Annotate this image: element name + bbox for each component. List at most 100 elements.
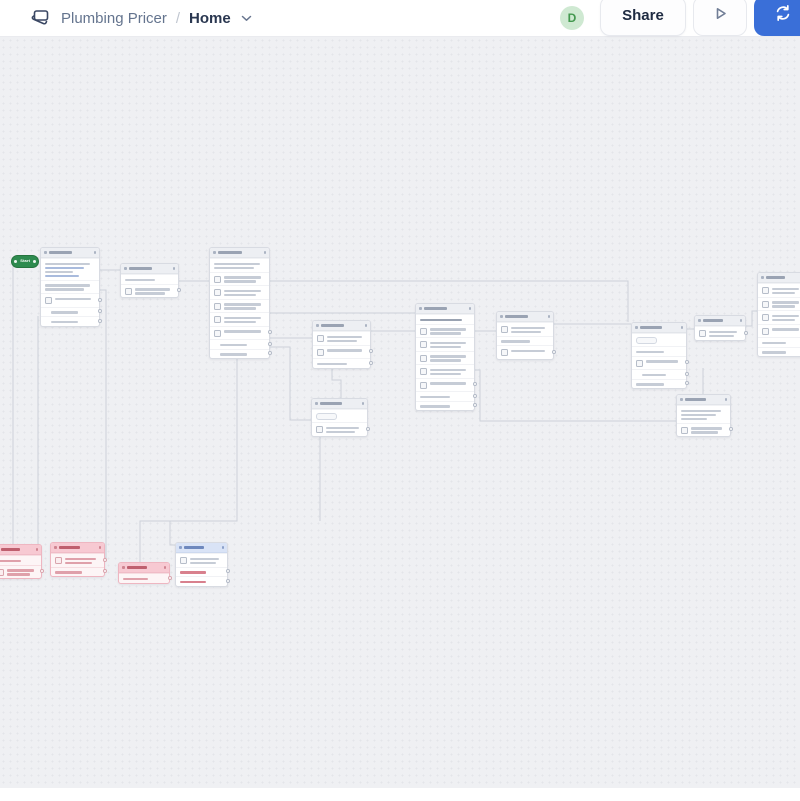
node-menu-icon[interactable] [93, 251, 96, 254]
connector-port[interactable] [225, 578, 230, 583]
flow-node-12[interactable] [0, 544, 44, 579]
step-icon [214, 275, 221, 283]
connector-port[interactable] [551, 349, 556, 354]
flow-node-7[interactable] [496, 311, 556, 360]
connector-port[interactable] [728, 427, 733, 432]
node-text-skeleton [501, 339, 548, 343]
flow-node-2[interactable] [120, 263, 181, 298]
connector-port[interactable] [684, 371, 689, 376]
connector-port[interactable] [684, 381, 689, 386]
flow-node-1[interactable] [40, 247, 102, 327]
node-text-skeleton [771, 287, 800, 294]
node-title-skeleton [702, 319, 723, 322]
node-text-skeleton [645, 359, 682, 363]
start-pill[interactable]: Start [11, 255, 39, 268]
node-menu-icon[interactable] [172, 267, 175, 270]
node-menu-icon[interactable] [221, 546, 224, 549]
connector-port[interactable] [368, 360, 373, 365]
node-menu-icon[interactable] [163, 566, 166, 569]
avatar[interactable]: D [560, 6, 584, 30]
flow-node-4[interactable] [312, 320, 373, 369]
flow-node-11[interactable] [676, 394, 733, 437]
flow-node-13[interactable] [50, 542, 107, 577]
text-bar [708, 334, 734, 337]
node-text-skeleton [214, 262, 264, 269]
connector-port[interactable] [368, 349, 373, 354]
app-header: Plumbing Pricer / Home D Share [0, 0, 800, 37]
connector-port[interactable] [97, 309, 102, 314]
node-title-skeleton [684, 398, 707, 401]
flow-node-3[interactable] [209, 247, 272, 359]
flow-edge [744, 310, 757, 327]
node-title-skeleton [183, 546, 205, 549]
flow-canvas[interactable]: Start [0, 37, 800, 788]
node-menu-icon[interactable] [739, 319, 742, 322]
flow-node-10[interactable] [757, 272, 800, 357]
node-text-skeleton [223, 289, 265, 296]
connector-port[interactable] [97, 297, 102, 302]
flow-node-14[interactable] [118, 562, 172, 584]
run-button[interactable] [693, 0, 747, 36]
flow-node-5[interactable] [311, 398, 370, 437]
node-row [416, 391, 477, 401]
breadcrumb-project[interactable]: Plumbing Pricer [61, 9, 167, 27]
flow-node-15[interactable] [175, 542, 230, 587]
edge-lines [12, 262, 757, 562]
node-text-skeleton [325, 426, 363, 433]
connector-port[interactable] [176, 288, 181, 293]
node-text-skeleton [429, 327, 470, 335]
text-bar [771, 318, 796, 321]
node-menu-icon[interactable] [680, 326, 683, 329]
start-port-left[interactable] [14, 260, 17, 263]
start-pill-label: Start [20, 258, 30, 264]
connector-port[interactable] [267, 341, 272, 346]
text-bar [223, 330, 261, 333]
breadcrumb-separator: / [175, 9, 181, 27]
connector-port[interactable] [267, 330, 272, 335]
connector-port[interactable] [743, 330, 748, 335]
connector-port[interactable] [684, 360, 689, 365]
start-port-right[interactable] [33, 260, 36, 263]
breadcrumb-page[interactable]: Home [189, 9, 231, 27]
flow-edge [331, 357, 342, 398]
flow-node-9[interactable] [694, 315, 748, 341]
node-menu-icon[interactable] [35, 548, 38, 551]
connector-port[interactable] [102, 557, 107, 562]
node-menu-icon[interactable] [263, 251, 266, 254]
node-menu-icon[interactable] [364, 324, 367, 327]
node-row [632, 378, 689, 389]
connector-port[interactable] [365, 426, 370, 431]
node-header-icon [635, 326, 638, 329]
connector-port[interactable] [225, 569, 230, 574]
node-menu-icon[interactable] [547, 315, 550, 318]
share-button[interactable]: Share [600, 0, 686, 36]
node-menu-icon[interactable] [98, 546, 101, 549]
flow-node-6[interactable] [415, 303, 477, 411]
node-header [0, 545, 41, 555]
node-text-skeleton [636, 350, 681, 353]
connector-port[interactable] [472, 382, 477, 387]
connector-port[interactable] [39, 569, 44, 574]
node-menu-icon[interactable] [361, 402, 364, 405]
connector-port[interactable] [267, 351, 272, 356]
text-bar [64, 561, 93, 564]
node-menu-icon[interactable] [468, 307, 471, 310]
node-text-skeleton [220, 343, 264, 346]
connector-port[interactable] [97, 318, 102, 323]
connector-port[interactable] [472, 393, 477, 398]
flow-node-8[interactable] [631, 322, 689, 389]
step-icon [0, 568, 4, 576]
connector-port[interactable] [472, 403, 477, 408]
flow-logo-icon[interactable] [30, 9, 50, 28]
node-text-skeleton [223, 316, 265, 323]
node-menu-icon[interactable] [724, 398, 727, 401]
text-bar [45, 270, 74, 273]
connector-port[interactable] [102, 569, 107, 574]
text-bar [420, 318, 462, 321]
chevron-down-icon[interactable] [241, 15, 252, 22]
publish-button[interactable] [754, 0, 800, 36]
node-text-skeleton [51, 310, 94, 314]
node-row [312, 422, 370, 436]
connector-port[interactable] [167, 575, 172, 580]
flow-edge [268, 280, 629, 322]
